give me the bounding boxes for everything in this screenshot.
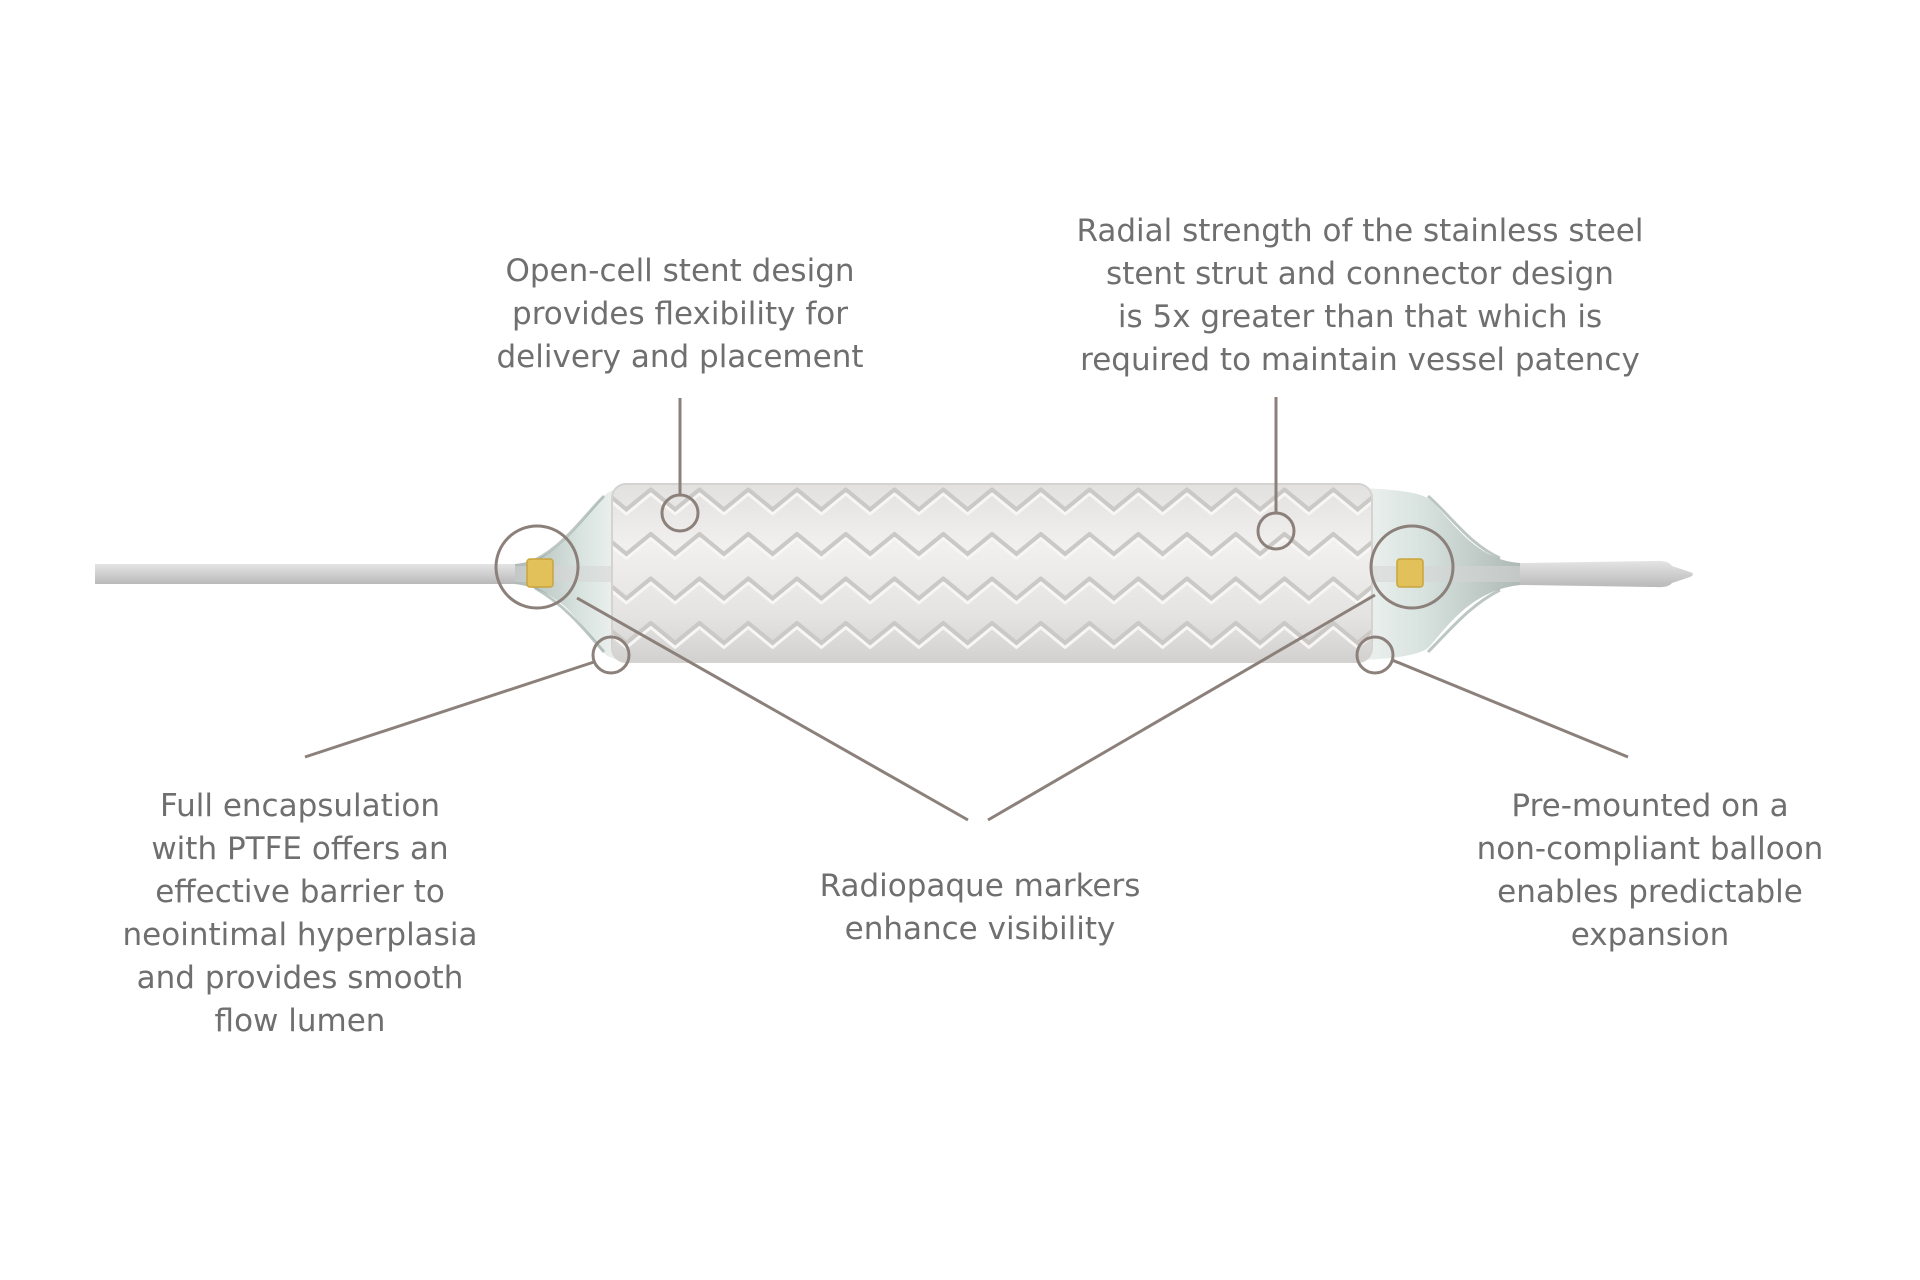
callout-line: is 5x greater than that which is xyxy=(1117,299,1603,335)
leader-line-ptfe xyxy=(304,660,595,759)
callout-line: neointimal hyperplasia xyxy=(122,917,478,953)
callout-radiopaque-markers: Radiopaque markers enhance visibility xyxy=(780,865,1180,951)
callout-line: stent strut and connector design xyxy=(1106,256,1614,292)
callout-line: Pre-mounted on a xyxy=(1511,788,1789,824)
catheter-shaft xyxy=(95,560,1693,588)
callout-circle-open-cell xyxy=(660,493,700,533)
callout-line: Radial strength of the stainless steel xyxy=(1076,213,1644,249)
stent-strut-row xyxy=(612,621,1372,646)
callout-line: enhance visibility xyxy=(844,911,1116,947)
marker-circle-right xyxy=(1369,524,1455,610)
callout-line: and provides smooth xyxy=(136,960,464,996)
stent-strut-row xyxy=(612,576,1372,602)
callout-line: delivery and placement xyxy=(496,339,864,375)
stent-strut-highlight xyxy=(612,492,1372,516)
callout-non-compliant-balloon: Pre-mounted on a non-compliant balloon e… xyxy=(1450,785,1850,957)
callout-line: non-compliant balloon xyxy=(1476,831,1824,867)
leader-line-balloon xyxy=(1391,658,1629,759)
callout-ptfe-encapsulation: Full encapsulation with PTFE offers an e… xyxy=(95,785,505,1043)
marker-circle-left xyxy=(494,524,580,610)
stent-strut-highlight xyxy=(612,626,1372,649)
callout-line: provides flexibility for xyxy=(512,296,848,332)
callout-radial-strength: Radial strength of the stainless steel s… xyxy=(1040,210,1680,382)
callout-line: Radiopaque markers xyxy=(819,868,1141,904)
radiopaque-marker-left xyxy=(526,558,554,588)
callout-line: expansion xyxy=(1570,917,1730,953)
stent-strut-row xyxy=(612,487,1372,513)
stent-strut-highlight xyxy=(612,581,1372,605)
callout-line: required to maintain vessel patency xyxy=(1080,342,1640,378)
stent-strut-highlight xyxy=(612,537,1372,560)
callout-line: effective barrier to xyxy=(155,874,445,910)
callout-line: Open-cell stent design xyxy=(505,253,855,289)
callout-circle-ptfe xyxy=(591,635,631,675)
stent-strut-highlight xyxy=(602,672,1382,692)
callout-line: enables predictable xyxy=(1497,874,1803,910)
callout-line: Full encapsulation xyxy=(159,788,441,824)
stent-body xyxy=(602,483,1382,692)
callout-circle-balloon xyxy=(1355,635,1395,675)
callout-line: with PTFE offers an xyxy=(151,831,449,867)
callout-open-cell-stent-design: Open-cell stent design provides flexibil… xyxy=(480,250,880,379)
leader-lines xyxy=(304,397,1629,822)
radiopaque-marker-right xyxy=(1396,558,1424,588)
stent-strut-row xyxy=(612,532,1372,557)
leader-line-markers-right xyxy=(987,593,1376,822)
callout-line: flow lumen xyxy=(214,1003,386,1039)
leader-line-markers-left xyxy=(576,596,969,822)
callout-circle-radial xyxy=(1256,511,1296,551)
